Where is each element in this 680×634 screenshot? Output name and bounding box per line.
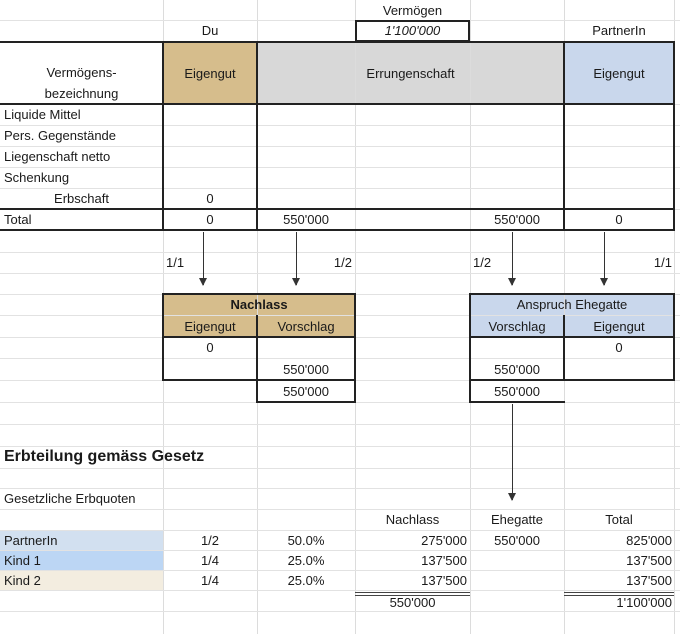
row-liquide-mittel[interactable]: Liquide Mittel [4, 107, 81, 122]
nachlass-vorschlag-value[interactable]: 550'000 [283, 361, 329, 377]
anspruch-col-eigengut: Eigengut [593, 318, 645, 334]
fraction-a: 1/1 [166, 255, 185, 270]
header-bezeichnung-1: Vermögens- [46, 64, 117, 80]
heir-ehegatte[interactable]: 550'000 [494, 532, 540, 548]
row-kind2-fill [0, 570, 163, 590]
heir-total[interactable]: 825'000 [626, 532, 672, 548]
errungenschaft-fill [257, 42, 564, 104]
heir-name[interactable]: Kind 1 [4, 552, 41, 568]
heir-total[interactable]: 137'500 [626, 552, 672, 568]
nachlass-title: Nachlass [230, 297, 288, 312]
heir-percent[interactable]: 50.0% [287, 532, 325, 548]
fraction-b: 1/2 [333, 255, 352, 270]
fraction-d: 1/1 [653, 255, 672, 270]
col-ehegatte: Ehegatte [490, 512, 544, 527]
heir-nachlass[interactable]: 137'500 [421, 552, 467, 568]
heir-fraction[interactable]: 1/4 [200, 572, 220, 588]
row-total[interactable]: Total [4, 212, 32, 227]
arrow-down-icon [508, 404, 516, 501]
sum-total[interactable]: 1'100'000 [616, 594, 672, 610]
total-eigengut-du[interactable]: 0 [206, 212, 214, 227]
heir-percent[interactable]: 25.0% [287, 572, 325, 588]
heir-total[interactable]: 137'500 [626, 572, 672, 588]
heir-ehegatte[interactable] [470, 570, 564, 590]
nachlass-col-vorschlag: Vorschlag [277, 318, 335, 334]
heir-fraction[interactable]: 1/2 [200, 532, 220, 548]
row-liegenschaft[interactable]: Liegenschaft netto [4, 149, 111, 164]
arrow-down-icon [199, 232, 207, 286]
nachlass-col-eigengut: Eigengut [184, 318, 236, 334]
row-erbschaft[interactable]: Erbschaft [54, 191, 109, 206]
heir-name[interactable]: PartnerIn [4, 532, 58, 548]
eigengut-right-fill [564, 42, 674, 104]
label-partnerin: PartnerIn [592, 23, 646, 38]
nachlass-eigengut-value[interactable]: 0 [206, 340, 214, 355]
label-vermoegen: Vermögen [382, 2, 443, 18]
header-eigengut-du: Eigengut [184, 65, 236, 81]
header-bezeichnung-2: bezeichnung [44, 85, 119, 101]
heir-fraction[interactable]: 1/4 [200, 552, 220, 568]
anspruch-eigengut-value[interactable]: 0 [615, 340, 623, 355]
row-pers-gegenstaende[interactable]: Pers. Gegenstände [4, 128, 117, 143]
col-total: Total [605, 512, 633, 527]
label-du: Du [201, 23, 219, 38]
col-nachlass: Nachlass [385, 512, 440, 527]
eigengut-left-fill [163, 42, 257, 104]
heir-nachlass[interactable]: 275'000 [421, 532, 467, 548]
erbquoten-subtitle: Gesetzliche Erbquoten [4, 491, 136, 506]
fraction-c: 1/2 [473, 255, 492, 270]
arrow-down-icon [600, 232, 608, 286]
anspruch-title: Anspruch Ehegatte [516, 297, 628, 312]
heir-percent[interactable]: 25.0% [287, 552, 325, 568]
sum-nachlass[interactable]: 550'000 [389, 594, 436, 610]
anspruch-col-vorschlag: Vorschlag [488, 318, 546, 334]
row-kind1-fill [0, 550, 163, 570]
heir-name[interactable]: Kind 2 [4, 572, 41, 588]
total-errungenschaft-partnerin[interactable]: 550'000 [494, 212, 540, 227]
vermoegen-value[interactable]: 1'100'000 [384, 23, 441, 38]
heir-nachlass[interactable]: 137'500 [421, 572, 467, 588]
heir-ehegatte[interactable] [470, 550, 564, 570]
total-eigengut-partnerin[interactable]: 0 [615, 212, 623, 227]
header-errungenschaft: Errungenschaft [366, 65, 455, 81]
anspruch-vorschlag-value[interactable]: 550'000 [494, 361, 540, 377]
header-eigengut-partnerin: Eigengut [593, 65, 645, 81]
total-errungenschaft-du[interactable]: 550'000 [283, 212, 329, 227]
erbschaft-value[interactable]: 0 [206, 191, 214, 206]
row-schenkung[interactable]: Schenkung [4, 170, 70, 185]
anspruch-sum[interactable]: 550'000 [494, 383, 540, 399]
erbteilung-title: Erbteilung gemäss Gesetz [4, 448, 205, 465]
row-partnerin-fill [0, 530, 163, 550]
arrow-down-icon [292, 232, 300, 286]
nachlass-sum[interactable]: 550'000 [283, 383, 329, 399]
arrow-down-icon [508, 232, 516, 286]
